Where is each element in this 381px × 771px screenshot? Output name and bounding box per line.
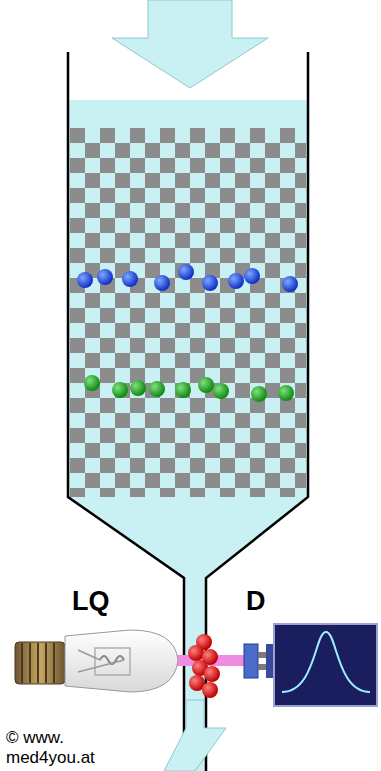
part-label: LQ xyxy=(72,586,110,617)
part-label: D xyxy=(246,586,266,617)
watermark: © www. med4you.at xyxy=(6,728,126,768)
